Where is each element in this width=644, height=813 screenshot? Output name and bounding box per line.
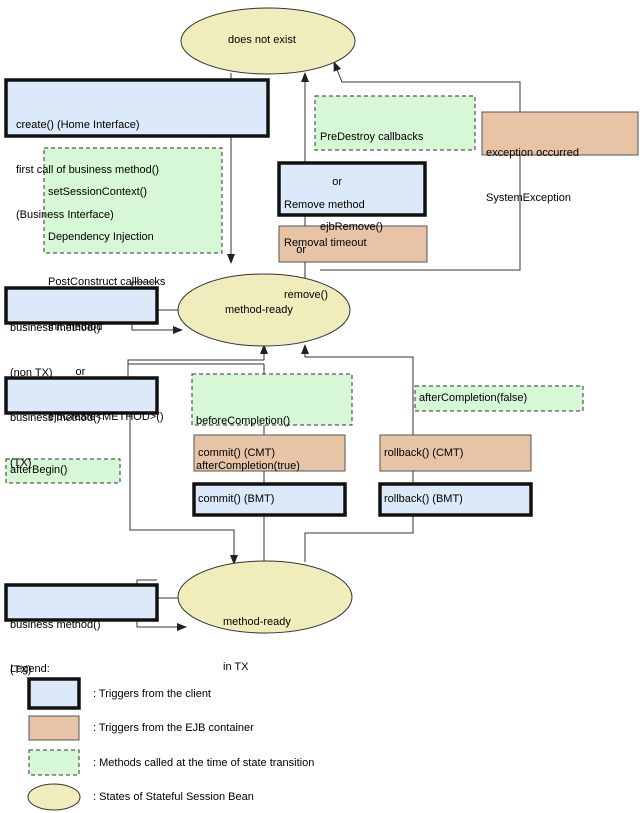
business-tx-label: business method() (TX) xyxy=(10,381,101,486)
arrow-exception xyxy=(320,61,521,271)
arrow-business-tx xyxy=(129,388,238,565)
legend-container-text: : Triggers from the EJB container xyxy=(93,722,254,734)
commit-bmt-label: commit() (BMT) xyxy=(198,493,275,505)
callbacks-line: PostConstruct callbacks xyxy=(48,276,166,288)
commit-cmt-box xyxy=(193,434,346,472)
rollback-bmt-label: rollback() (BMT) xyxy=(384,493,463,505)
remove-line: or xyxy=(284,244,307,256)
business-in-tx-label: business method() (TX) xyxy=(10,588,101,693)
state-does-not-exist xyxy=(180,7,356,75)
remove-line: remove() xyxy=(284,289,329,301)
business-in-tx-box xyxy=(4,583,159,622)
legend-container-swatch xyxy=(28,715,80,741)
callbacks-line: ejbCreate<METHOD>() xyxy=(48,411,164,423)
exception-trigger-label: exception occurred SystemException xyxy=(486,116,579,221)
legend-title: Legend: xyxy=(10,663,50,675)
predestroy-line: PreDestroy callbacks xyxy=(320,131,424,143)
state-method-ready-in-tx xyxy=(177,560,353,634)
remove-trigger-label: Remove method or remove() xyxy=(284,168,365,318)
state-does-not-exist-label: does not exist xyxy=(228,34,296,46)
predestroy-line: ejbRemove() xyxy=(320,221,383,233)
business-non-tx-box xyxy=(4,286,159,325)
create-trigger-label: create() (Home Interface) first call of … xyxy=(16,88,159,238)
remove-trigger-box xyxy=(277,161,427,217)
business-line: business method() xyxy=(10,619,101,631)
legend-states-text: : States of Stateful Session Bean xyxy=(93,791,254,803)
create-callbacks-box xyxy=(43,147,223,254)
before-after-completion-box xyxy=(191,373,353,426)
callbacks-line: Dependency Injection xyxy=(48,231,154,243)
legend-methods-text: : Methods called at the time of state tr… xyxy=(93,757,315,769)
create-callbacks-label: setSessionContext() Dependency Injection… xyxy=(48,155,165,440)
removal-timeout-box xyxy=(278,225,428,263)
completion-line: beforeCompletion() xyxy=(196,415,291,427)
predestroy-box xyxy=(314,95,476,151)
state-method-ready xyxy=(177,273,351,347)
exception-line: exception occurred xyxy=(486,147,579,159)
business-line: business method() xyxy=(10,412,101,424)
business-line: business method() xyxy=(10,322,101,334)
rollback-bmt-box xyxy=(378,482,533,517)
business-line: (non TX) xyxy=(10,367,53,379)
business-line: (TX) xyxy=(10,457,32,469)
remove-line: Remove method xyxy=(284,199,365,211)
exception-line: SystemException xyxy=(486,192,571,204)
rollback-cmt-box xyxy=(379,434,532,472)
after-begin-label: afterBegin() xyxy=(10,464,68,476)
state-method-ready-tx-label: method-ready in TX xyxy=(223,585,291,690)
business-line: (TX) xyxy=(10,664,32,676)
state-tx-line: in TX xyxy=(223,661,249,673)
business-tx-box xyxy=(4,376,159,415)
completion-line: afterCompletion(true) xyxy=(196,460,300,472)
create-line: first call of business method() xyxy=(16,164,160,176)
exception-trigger-box xyxy=(481,111,639,156)
commit-bmt-box xyxy=(192,482,347,517)
business-non-tx-label: business method() (non TX) xyxy=(10,291,101,396)
create-line: (Business Interface) xyxy=(16,209,114,221)
commit-cmt-label: commit() (CMT) xyxy=(198,447,275,459)
state-tx-line: method-ready xyxy=(223,616,291,628)
predestroy-label: PreDestroy callbacks or ejbRemove() xyxy=(320,100,423,250)
removal-timeout-label: Removal timeout xyxy=(284,237,367,249)
legend-methods-swatch xyxy=(28,749,80,776)
rollback-cmt-label: rollback() (CMT) xyxy=(384,447,464,459)
state-method-ready-label: method-ready xyxy=(225,304,293,316)
callbacks-line: setSessionContext() xyxy=(48,186,148,198)
legend-client-text: : Triggers from the client xyxy=(93,688,211,700)
after-completion-false-label: afterCompletion(false) xyxy=(419,392,528,404)
predestroy-line: or xyxy=(320,176,343,188)
callbacks-line: or xyxy=(48,366,86,378)
legend-client-swatch xyxy=(27,677,81,710)
after-completion-false-box xyxy=(414,385,584,412)
create-line: create() (Home Interface) xyxy=(16,119,140,131)
after-begin-box xyxy=(5,458,121,484)
create-trigger-box xyxy=(4,78,270,138)
legend-state-swatch xyxy=(27,783,81,811)
before-after-completion-label: beforeCompletion() afterCompletion(true) xyxy=(196,384,300,489)
callbacks-line: Init method xyxy=(48,321,103,333)
